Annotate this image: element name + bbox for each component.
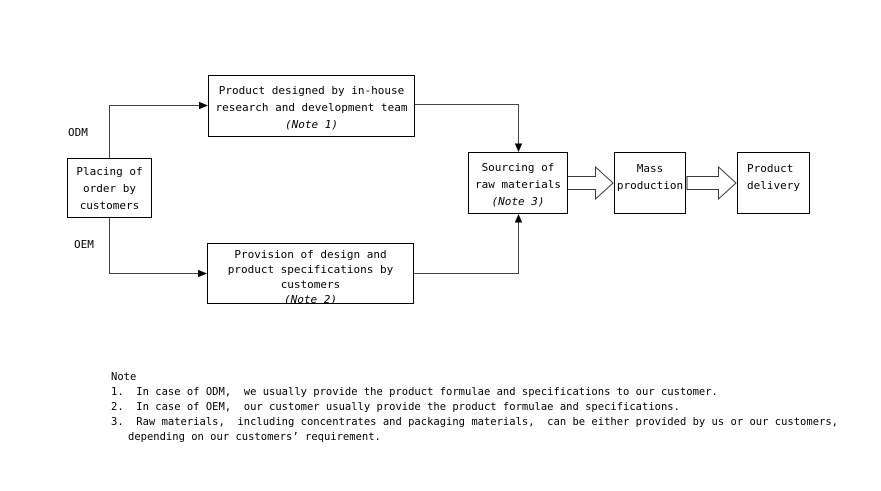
node-sourcing-raw-materials: Sourcing of raw materials (Note 3) [468,152,568,214]
note-item-3-continuation: depending on our customers’ requirement. [128,431,381,443]
oem-to-sourcing-line [413,222,519,274]
block-arrow-icon-mass-to-delivery [686,165,737,201]
notes-block: Note 1. In case of ODM, we usually provi… [111,370,838,445]
note-item-3: 3. Raw materials, including concentrates… [111,416,838,428]
node-text-line: order by [83,182,136,195]
node-text-line: research and development team [215,101,408,114]
node-text-line: production [616,179,684,192]
branch-label-odm: ODM [68,126,88,139]
node-text-line: delivery [747,179,800,192]
branch-label-oem: OEM [74,238,94,251]
notes-title: Note [111,371,137,383]
oem-arrowhead-icon [198,269,207,278]
node-note-ref: (Note 1) [285,118,338,131]
odm-to-sourcing-line [415,104,519,145]
node-text-line: Product [747,162,794,175]
odm-connector-line [109,105,200,158]
odm-arrowhead-icon [199,101,208,110]
note-item-1: 1. In case of ODM, we usually provide th… [111,386,718,398]
node-text-line: Mass [636,162,664,175]
node-mass-production: Mass production [614,152,686,214]
node-text-line: Placing of [76,165,143,178]
node-oem-customer-specs: Provision of design and product specific… [207,243,414,304]
node-text-line: Provision of design and [234,248,387,261]
node-product-delivery: Product delivery [737,152,810,214]
sourcing-top-arrowhead-icon [514,143,523,152]
node-odm-inhouse-design: Product designed by in-house research an… [208,75,415,137]
sourcing-bottom-arrowhead-icon [514,214,523,223]
oem-connector-line [109,218,199,274]
node-text-line: product specifications by [227,263,394,276]
node-note-ref: (Note 2) [284,293,337,304]
node-text-line: customers [280,278,341,291]
note-item-2: 2. In case of OEM, our customer usually … [111,401,680,413]
node-placing-order: Placing of order by customers [67,158,152,218]
node-text-line: raw materials [474,178,562,191]
node-note-ref: (Note 3) [491,195,545,208]
node-text-line: Product designed by in-house [218,84,405,97]
block-arrow-icon-sourcing-to-mass [566,165,614,201]
node-text-line: customers [79,199,140,212]
node-text-line: Sourcing of [481,161,555,174]
